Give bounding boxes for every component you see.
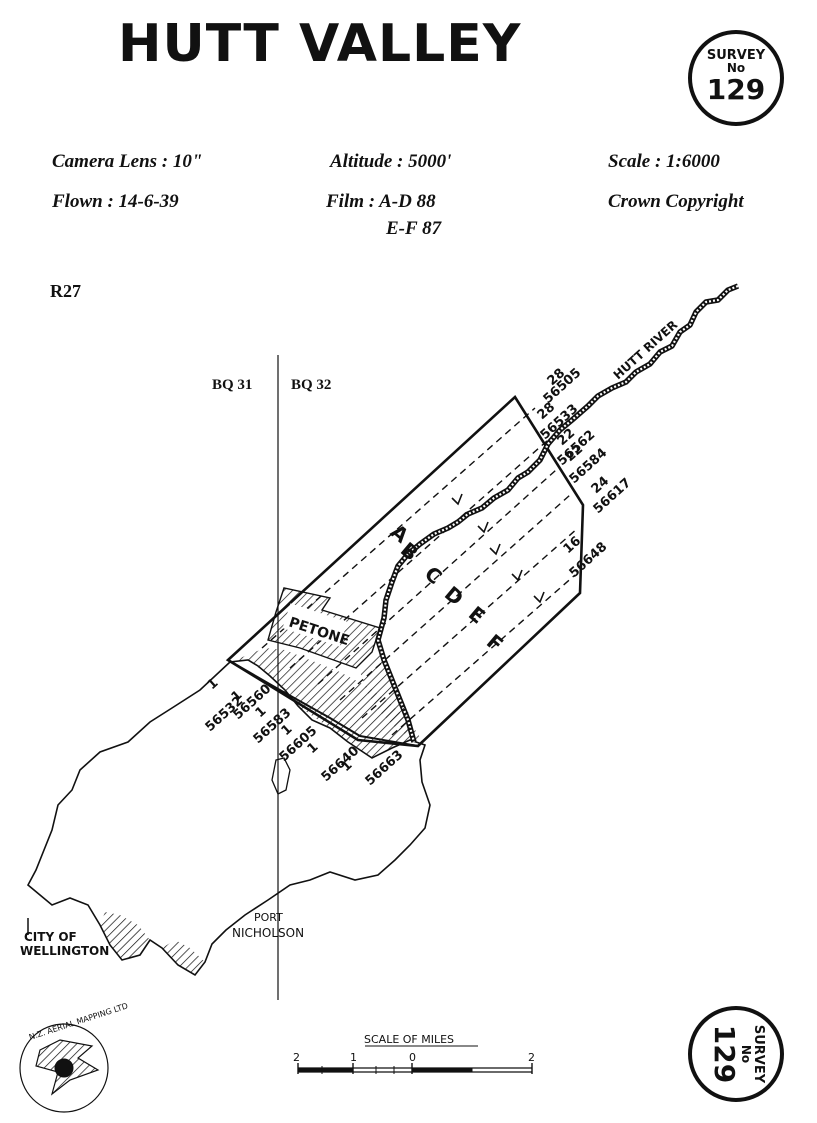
coast-shading-south bbox=[162, 940, 205, 975]
frame-start-count-4: 1 bbox=[279, 722, 296, 739]
harbour-coastline bbox=[26, 659, 431, 977]
logo-text: N.Z. AERIAL MAPPING LTD bbox=[28, 1001, 129, 1042]
scale-tick-2-right: 2 bbox=[528, 1051, 535, 1064]
hutt-river-inner bbox=[376, 284, 739, 743]
river-mouth-shading bbox=[360, 650, 412, 736]
scale-ratio: Scale : 1:6000 bbox=[608, 151, 720, 172]
strip-label-d: D bbox=[440, 581, 468, 610]
block-base-edge bbox=[227, 659, 419, 747]
grid-label-left: BQ 31 bbox=[212, 377, 253, 393]
frame-start-count-5: 1 bbox=[305, 740, 322, 757]
copyright: Crown Copyright bbox=[608, 191, 744, 212]
map-title: HUTT VALLEY bbox=[118, 14, 522, 74]
scale-tick-1: 1 bbox=[350, 1051, 357, 1064]
strip-label-c: C bbox=[420, 561, 447, 589]
badge-number: 129 bbox=[706, 73, 766, 106]
coast-shading-north bbox=[230, 648, 425, 758]
badge-no-label: No bbox=[726, 61, 746, 75]
frame-start-count-1: 1 bbox=[205, 676, 222, 693]
badge-bottom-number: 129 bbox=[708, 1024, 741, 1084]
hutt-river bbox=[375, 283, 740, 743]
survey-block-outline bbox=[225, 394, 585, 748]
film-ef: E-F 87 bbox=[386, 218, 442, 239]
altitude: Altitude : 5000' bbox=[330, 151, 452, 172]
city-of-wellington-line2: WELLINGTON bbox=[20, 944, 109, 958]
camera-lens: Camera Lens : 10" bbox=[52, 151, 203, 172]
port-nicholson-line2: NICHOLSON bbox=[232, 926, 304, 940]
film-ad: Film : A-D 88 bbox=[326, 191, 436, 212]
coast-shading-west bbox=[100, 912, 150, 960]
flown-date: Flown : 14-6-39 bbox=[52, 191, 179, 212]
frame-numbers-top: 28 56505 28 56533 22 56562 22 56584 24 5… bbox=[535, 366, 635, 581]
strip-labels: A B C D E F bbox=[386, 519, 508, 656]
city-of-wellington-line1: CITY OF bbox=[24, 930, 77, 944]
frame-start-count-3: 1 bbox=[253, 704, 270, 721]
scale-title: SCALE OF MILES bbox=[364, 1033, 454, 1046]
scale-tick-0: 0 bbox=[409, 1051, 416, 1064]
petone-label-bg bbox=[282, 603, 348, 647]
nz-aerial-mapping-logo bbox=[19, 1023, 109, 1113]
strip-label-e: E bbox=[464, 601, 490, 628]
grid-label-right: BQ 32 bbox=[291, 377, 332, 393]
badge-bottom-no-label: No bbox=[739, 1044, 753, 1064]
survey-badge-top: SURVEY No 129 bbox=[688, 30, 784, 126]
survey-badge-bottom: SURVEY No 129 bbox=[688, 1006, 784, 1102]
run-label: R27 bbox=[50, 281, 81, 301]
badge-bottom-survey-label: SURVEY bbox=[751, 1024, 766, 1084]
scale-tick-2-left: 2 bbox=[293, 1051, 300, 1064]
port-nicholson-line1: PORT bbox=[254, 911, 283, 924]
somes-island bbox=[271, 757, 291, 795]
flight-direction-arrows bbox=[451, 493, 545, 604]
scale-bar bbox=[297, 1045, 533, 1074]
badge-survey-label: SURVEY bbox=[706, 48, 766, 63]
